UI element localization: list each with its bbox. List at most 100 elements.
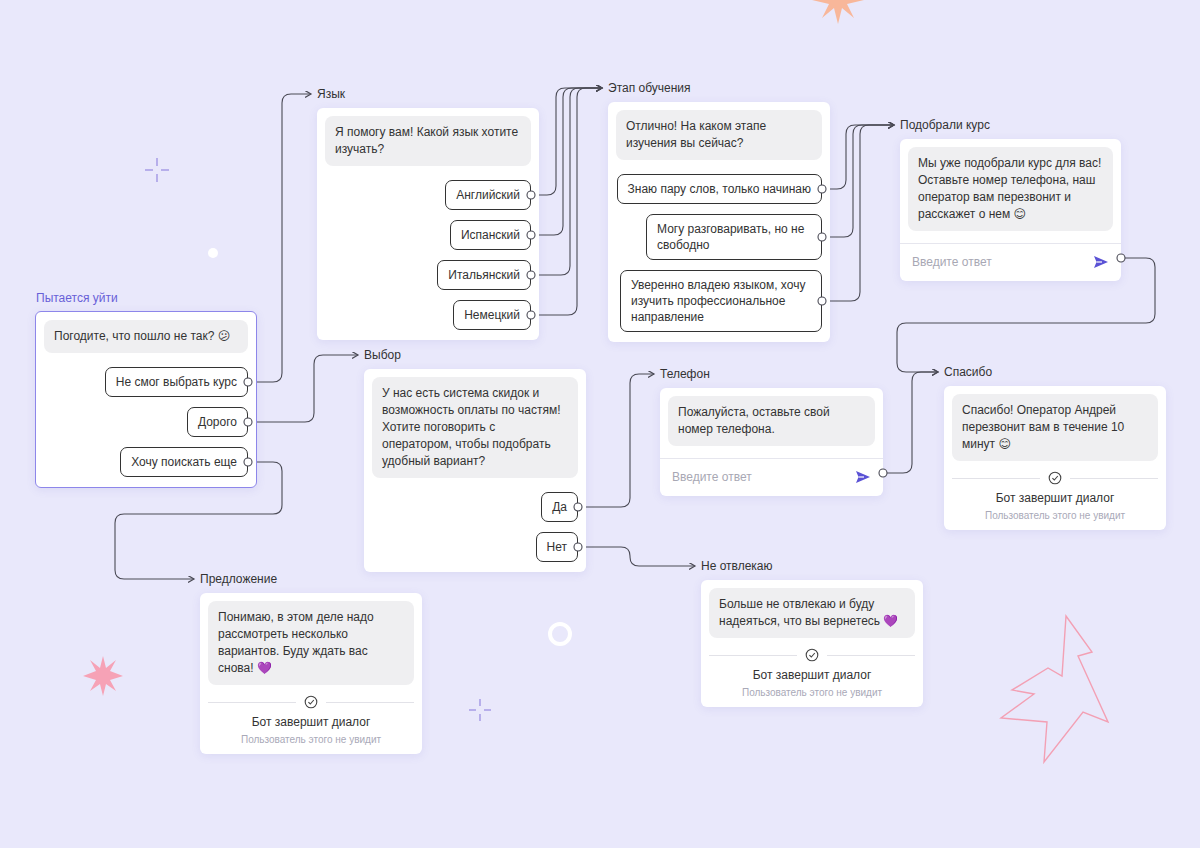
card-heading: Телефон — [660, 367, 710, 381]
divider — [952, 471, 1158, 485]
port-dot — [574, 503, 582, 511]
check-icon — [805, 648, 819, 662]
message-bubble: Погодите, что пошло не так? 😕 — [44, 320, 248, 353]
chat-card: Подобрали курсМы уже подобрали курс для … — [900, 139, 1121, 281]
option-button: Английский — [445, 180, 531, 210]
divider-line — [952, 478, 1040, 479]
option-text: Да — [552, 500, 567, 514]
dot — [208, 248, 218, 258]
option-button: Знаю пару слов, только начинаю — [617, 174, 823, 204]
chat-card: Не отвлекаюБольше не отвлекаю и буду над… — [701, 580, 923, 707]
option-button: Хочу поискать еще — [120, 447, 248, 477]
card-heading: Спасибо — [944, 365, 992, 379]
message-bubble: Спасибо! Оператор Андрей перезвонит вам … — [952, 394, 1158, 461]
port-dot — [818, 233, 826, 241]
card-heading: Пытается уйти — [36, 291, 118, 305]
port-dot — [527, 311, 535, 319]
message-bubble: Понимаю, в этом деле надо рассмотреть не… — [208, 601, 414, 685]
option-text: Испанский — [461, 228, 520, 242]
input-placeholder: Введите ответ — [672, 470, 752, 484]
message-bubble: У нас есть система скидок и возможность … — [372, 377, 578, 478]
check-icon — [304, 695, 318, 709]
option-button: Да — [541, 492, 578, 522]
connector — [531, 88, 602, 315]
option-text: Дорого — [198, 415, 237, 429]
port-dot — [244, 458, 252, 466]
end-subnote: Пользователь этого не увидит — [709, 686, 915, 699]
end-subnote: Пользователь этого не увидит — [208, 733, 414, 746]
option-button: Немецкий — [453, 300, 531, 330]
option-button: Уверенно владею языком, хочу изучить про… — [620, 270, 822, 332]
card-body: Погодите, что пошло не так? 😕Не смог выб… — [36, 312, 256, 487]
port-dot — [527, 271, 535, 279]
send-icon — [1093, 255, 1109, 269]
divider-line — [326, 702, 414, 703]
answer-input: Введите ответ — [660, 458, 883, 488]
chat-card: ПредложениеПонимаю, в этом деле надо рас… — [200, 593, 422, 754]
end-subnote: Пользователь этого не увидит — [952, 509, 1158, 522]
chat-card: СпасибоСпасибо! Оператор Андрей перезвон… — [944, 386, 1166, 530]
connector — [531, 88, 602, 275]
option-text: Английский — [456, 188, 520, 202]
port-dot — [527, 191, 535, 199]
option-button: Дорого — [187, 407, 248, 437]
port-dot — [1117, 254, 1125, 262]
option-text: Немецкий — [464, 308, 520, 322]
divider-line — [709, 655, 797, 656]
option-button: Не смог выбрать курс — [105, 367, 248, 397]
option-list: Знаю пару слов, только начинаюМогу разго… — [616, 160, 822, 334]
port-dot — [244, 418, 252, 426]
port-dot — [879, 469, 887, 477]
option-list: Не смог выбрать курсДорогоХочу поискать … — [44, 353, 248, 479]
message-bubble: Мы уже подобрали курс для вас! Оставьте … — [908, 147, 1113, 231]
card-heading: Подобрали курс — [900, 118, 990, 132]
card-heading: Предложение — [200, 572, 277, 586]
divider — [208, 695, 414, 709]
port-dot — [244, 378, 252, 386]
card-body: У нас есть система скидок и возможность … — [364, 369, 586, 572]
port-dot — [527, 231, 535, 239]
message-bubble: Отлично! На каком этапе изучения вы сейч… — [616, 110, 822, 160]
divider-line — [827, 655, 915, 656]
divider — [709, 648, 915, 662]
end-note: Бот завершит диалог — [952, 491, 1158, 506]
option-text: Итальянский — [448, 268, 520, 282]
connector — [531, 88, 602, 195]
option-list: ДаНет — [372, 478, 578, 564]
option-button: Испанский — [450, 220, 531, 250]
end-section: Бот завершит диалогПользователь этого не… — [208, 695, 414, 746]
option-text: Не смог выбрать курс — [116, 375, 237, 389]
divider-line — [208, 702, 296, 703]
option-text: Могу разговаривать, но не свободно — [657, 222, 804, 252]
port-dot — [818, 297, 826, 305]
option-text: Знаю пару слов, только начинаю — [628, 182, 812, 196]
connector — [822, 125, 894, 189]
card-body: Понимаю, в этом деле надо рассмотреть не… — [200, 593, 422, 754]
end-section: Бот завершит диалогПользователь этого не… — [952, 471, 1158, 522]
chat-card: ЯзыкЯ помогу вам! Какой язык хотите изуч… — [317, 108, 539, 340]
message-bubble: Больше не отвлекаю и буду надеяться, что… — [709, 588, 915, 638]
divider-line — [1070, 478, 1158, 479]
card-heading: Этап обучения — [608, 81, 691, 95]
message-bubble: Пожалуйста, оставьте свой номер телефона… — [668, 396, 875, 446]
connector — [531, 88, 602, 235]
option-text: Хочу поискать еще — [131, 455, 237, 469]
option-button: Нет — [536, 532, 578, 562]
port-dot — [818, 185, 826, 193]
option-button: Итальянский — [437, 260, 531, 290]
port-dot — [574, 543, 582, 551]
connector — [248, 94, 311, 382]
chat-card: ТелефонПожалуйста, оставьте свой номер т… — [660, 388, 883, 496]
connector — [822, 125, 894, 237]
connector — [248, 355, 358, 422]
connector — [578, 547, 695, 566]
card-body: Спасибо! Оператор Андрей перезвонит вам … — [944, 386, 1166, 530]
card-body: Я помогу вам! Какой язык хотите изучать?… — [317, 108, 539, 340]
card-body: Мы уже подобрали курс для вас! Оставьте … — [900, 139, 1121, 281]
end-section: Бот завершит диалогПользователь этого не… — [709, 648, 915, 699]
chat-card: Этап обученияОтлично! На каком этапе изу… — [608, 102, 830, 342]
option-list: АнглийскийИспанскийИтальянскийНемецкий — [325, 166, 531, 332]
card-body: Пожалуйста, оставьте свой номер телефона… — [660, 388, 883, 496]
orange-star — [812, 0, 864, 24]
